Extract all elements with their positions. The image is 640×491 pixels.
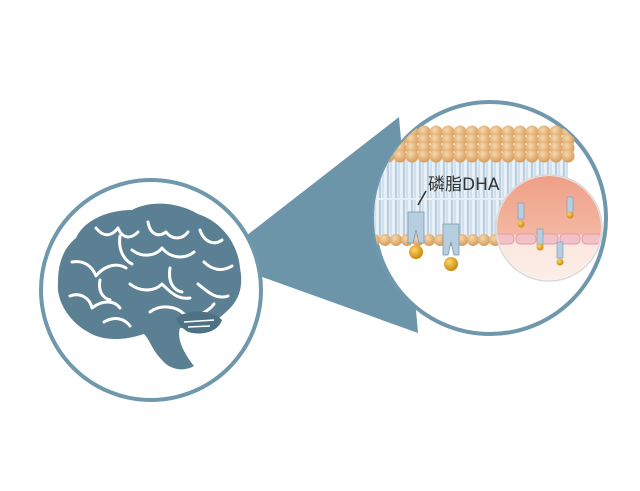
dha-marker [517, 202, 525, 228]
cell-inset [495, 174, 603, 282]
dha-phospholipid [407, 211, 425, 259]
label-pointer [417, 190, 427, 206]
dha-phospholipid [442, 223, 460, 271]
dha-marker [566, 196, 574, 219]
dha-marker [556, 241, 564, 266]
dha-marker [536, 228, 544, 251]
brain-icon [57, 203, 242, 370]
zoom-connector [215, 117, 418, 333]
dha-label: 磷脂DHA [428, 175, 500, 195]
